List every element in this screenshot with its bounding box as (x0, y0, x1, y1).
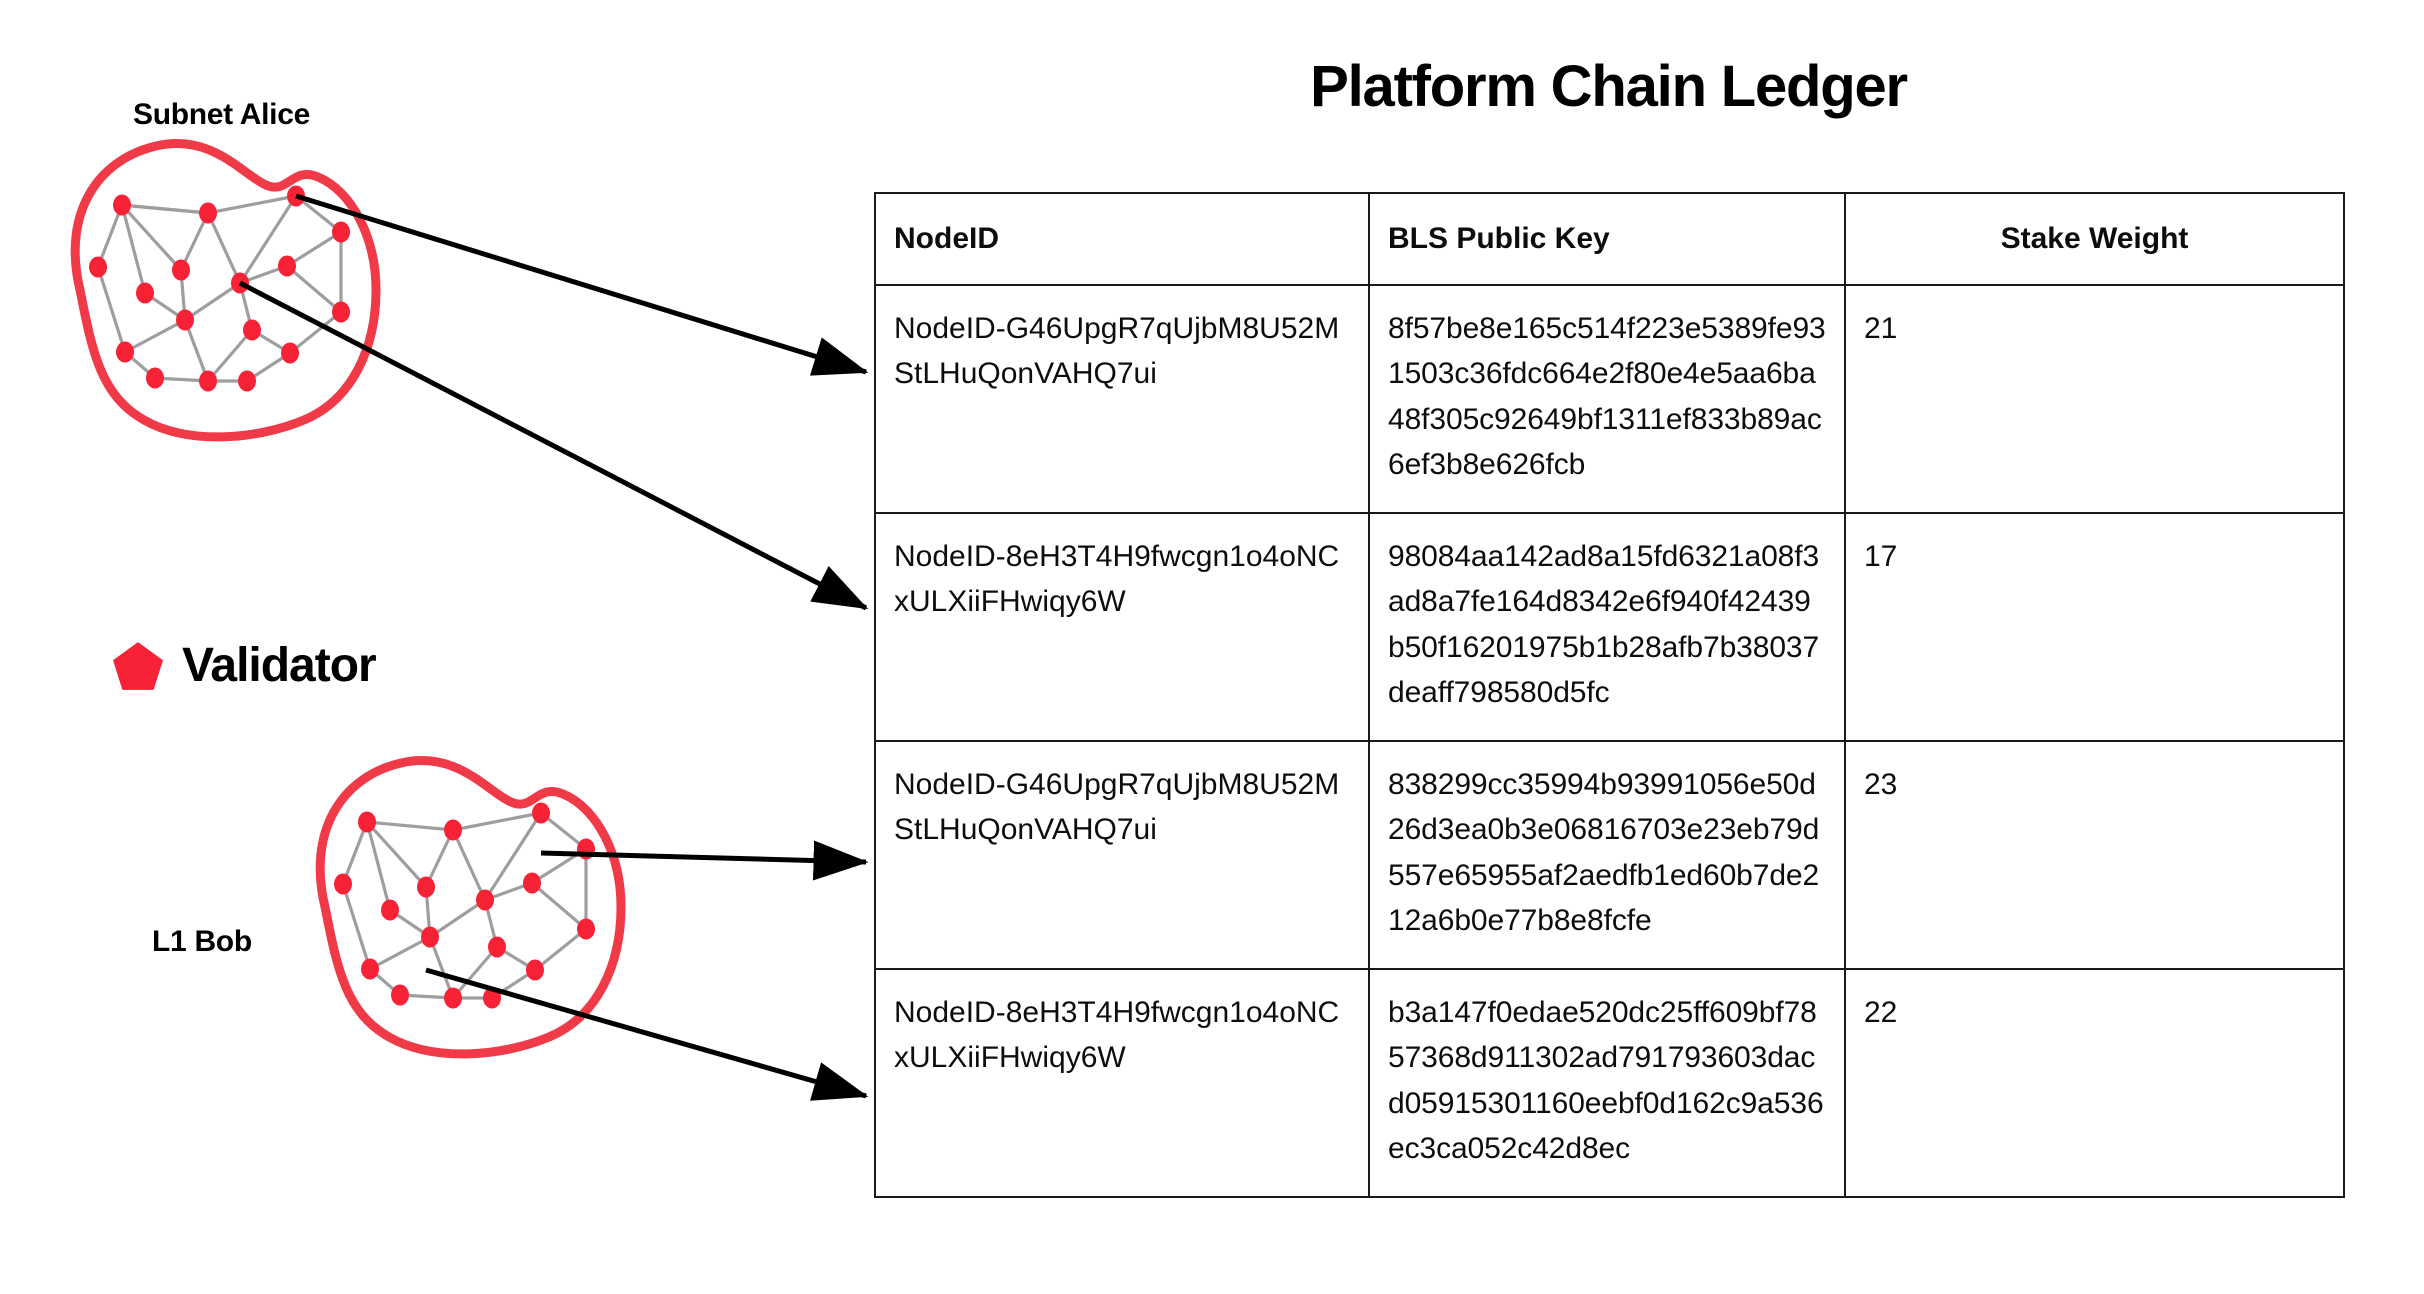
platform-chain-ledger-table: NodeID BLS Public Key Stake Weight NodeI… (874, 192, 2345, 1198)
validator-node (421, 926, 439, 948)
cell-nodeid: NodeID-8eH3T4H9fwcgn1o4oNCxULXiiFHwiqy6W (874, 967, 1370, 1198)
pentagon-icon (112, 640, 164, 692)
validator-node (483, 987, 501, 1009)
cell-bls-public-key: 838299cc35994b93991056e50d26d3ea0b3e0681… (1368, 739, 1846, 970)
cell-stake-weight: 21 (1844, 283, 2345, 514)
validator-node (526, 959, 544, 981)
validator-node (176, 309, 194, 331)
validator-node (278, 255, 296, 277)
subnet-alice-blob-outline (70, 139, 381, 442)
l1-bob-label: L1 Bob (152, 925, 252, 958)
validator-node (146, 367, 164, 389)
validator-node (334, 873, 352, 895)
validator-node (381, 899, 399, 921)
subnet-alice-group (70, 139, 381, 442)
column-header-stake-weight: Stake Weight (1844, 192, 2345, 286)
column-header-bls-public-key: BLS Public Key (1368, 192, 1846, 286)
table-row: NodeID-8eH3T4H9fwcgn1o4oNCxULXiiFHwiqy6W… (874, 967, 2345, 1198)
validator-legend: Validator (112, 639, 377, 692)
table-header-row: NodeID BLS Public Key Stake Weight (874, 192, 2345, 286)
validator-node (116, 341, 134, 363)
cell-stake-weight: 17 (1844, 511, 2345, 742)
validator-node (287, 185, 305, 207)
cell-nodeid: NodeID-G46UpgR7qUjbM8U52MStLHuQonVAHQ7ui (874, 739, 1370, 970)
table-row: NodeID-G46UpgR7qUjbM8U52MStLHuQonVAHQ7ui… (874, 739, 2345, 970)
arrow-alice-to-row2 (238, 280, 869, 611)
validator-node (444, 819, 462, 841)
l1-bob-group (315, 756, 626, 1059)
l1-bob-nodes (334, 802, 595, 1009)
page-title: Platform Chain Ledger (1310, 54, 1908, 119)
validator-node (417, 876, 435, 898)
arrow-alice-to-row1 (295, 193, 869, 376)
table-row: NodeID-G46UpgR7qUjbM8U52MStLHuQonVAHQ7ui… (874, 283, 2345, 514)
validator-node (361, 958, 379, 980)
validator-node (523, 872, 541, 894)
cell-bls-public-key: b3a147f0edae520dc25ff609bf7857368d911302… (1368, 967, 1846, 1198)
validator-node (238, 370, 256, 392)
validator-node (532, 802, 550, 824)
subnet-alice-edges (96, 194, 343, 383)
validator-node (577, 838, 595, 860)
validator-node (172, 259, 190, 281)
cell-nodeid: NodeID-8eH3T4H9fwcgn1o4oNCxULXiiFHwiqy6W (874, 511, 1370, 742)
subnet-alice-label: Subnet Alice (133, 98, 310, 131)
validator-node (231, 272, 249, 294)
validator-legend-label: Validator (182, 639, 377, 692)
cell-bls-public-key: 8f57be8e165c514f223e5389fe931503c36fdc66… (1368, 283, 1846, 514)
validator-node (89, 256, 107, 278)
cell-nodeid: NodeID-G46UpgR7qUjbM8U52MStLHuQonVAHQ7ui (874, 283, 1370, 514)
validator-node (391, 984, 409, 1006)
validator-node (199, 370, 217, 392)
cell-bls-public-key: 98084aa142ad8a15fd6321a08f3ad8a7fe164d83… (1368, 511, 1846, 742)
arrow-bob-to-row4 (425, 967, 869, 1101)
arrow-bob-to-row3 (540, 840, 869, 881)
validator-node (332, 221, 350, 243)
l1-bob-blob-outline (315, 756, 626, 1059)
table-row: NodeID-8eH3T4H9fwcgn1o4oNCxULXiiFHwiqy6W… (874, 511, 2345, 742)
validator-node (358, 811, 376, 833)
subnet-alice-nodes (89, 185, 350, 392)
validator-node (281, 342, 299, 364)
validator-node (488, 936, 506, 958)
validator-node (199, 202, 217, 224)
validator-node (243, 319, 261, 341)
validator-node (444, 987, 462, 1009)
column-header-nodeid: NodeID (874, 192, 1370, 286)
validator-node (476, 889, 494, 911)
cell-stake-weight: 22 (1844, 967, 2345, 1198)
validator-node (136, 282, 154, 304)
cell-stake-weight: 23 (1844, 739, 2345, 970)
l1-bob-edges (341, 811, 588, 1000)
validator-node (577, 918, 595, 940)
validator-node (332, 301, 350, 323)
validator-node (113, 194, 131, 216)
